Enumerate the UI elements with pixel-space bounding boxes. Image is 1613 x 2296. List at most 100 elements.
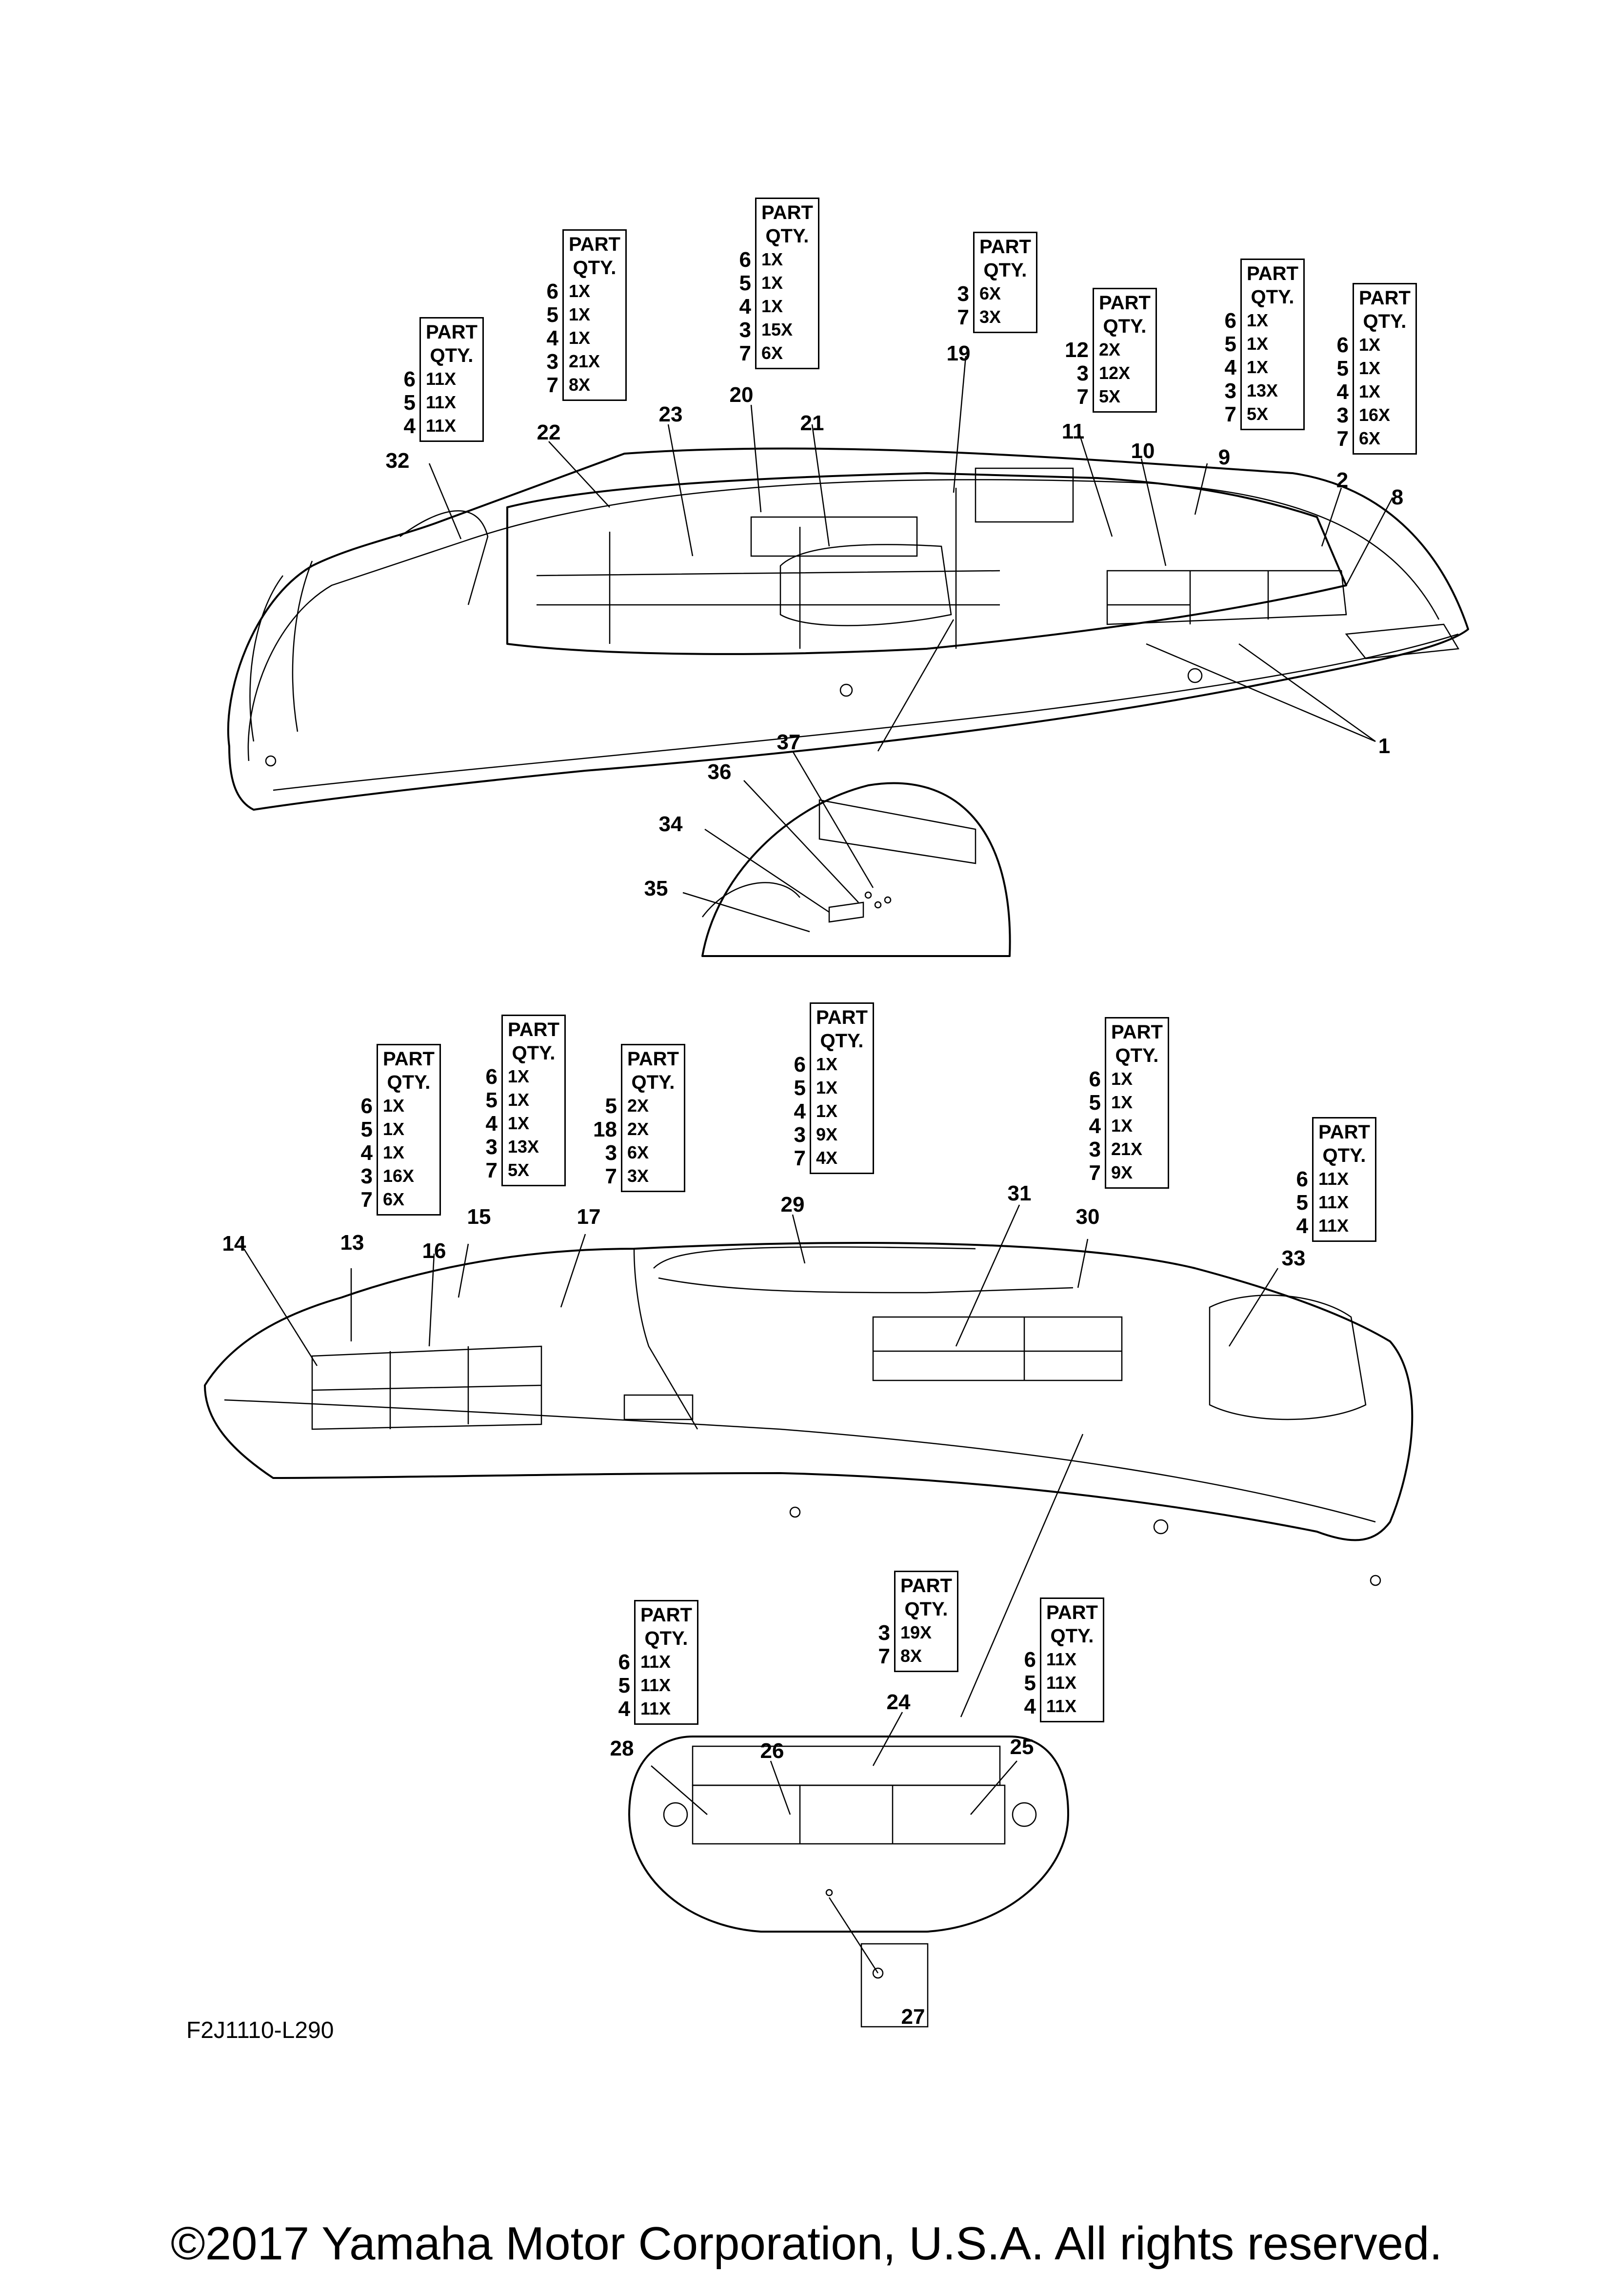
qty-table-part-ref: 5 bbox=[794, 1076, 806, 1100]
qty-table-quantity: 15X bbox=[761, 319, 793, 339]
qty-table-part-ref: 6 bbox=[546, 280, 558, 303]
qty-table-quantity: 11X bbox=[426, 369, 457, 389]
qty-table-part-ref: 5 bbox=[1089, 1091, 1101, 1115]
qty-table-header-part: PART bbox=[569, 234, 620, 255]
callout-16: 16 bbox=[422, 1239, 446, 1263]
callout-9: 9 bbox=[1218, 445, 1231, 469]
qty-table-header-part: PART bbox=[761, 202, 813, 223]
qty-table-quantity: 1X bbox=[508, 1090, 530, 1110]
qty-table-quantity: 1X bbox=[761, 249, 783, 269]
callout-1: 1 bbox=[1378, 734, 1391, 758]
qty-table-quantity: 1X bbox=[1359, 381, 1381, 401]
lower-detail-oval bbox=[628, 1736, 1069, 2028]
qty-table-part-ref: 4 bbox=[739, 295, 751, 319]
qty-table-part-ref: 3 bbox=[605, 1141, 617, 1165]
qty-table-header-qty: QTY. bbox=[430, 345, 474, 366]
callout-34: 34 bbox=[658, 812, 683, 836]
qty-table-part-ref: 5 bbox=[1296, 1191, 1308, 1215]
qty-table-header-qty: QTY. bbox=[631, 1072, 675, 1093]
lower-hull-illustration bbox=[204, 1242, 1414, 1717]
qty-table-quantity: 21X bbox=[1111, 1139, 1143, 1159]
callout-15: 15 bbox=[467, 1205, 491, 1229]
qty-table-part-ref: 6 bbox=[360, 1094, 373, 1118]
qty-table-header-qty: QTY. bbox=[1251, 286, 1294, 308]
qty-table-quantity: 13X bbox=[508, 1137, 539, 1157]
qty-table-quantity: 11X bbox=[1318, 1192, 1349, 1212]
qty-table-quantity: 2X bbox=[627, 1119, 649, 1139]
qty-table-header-part: PART bbox=[1247, 263, 1298, 284]
qty-table-quantity: 1X bbox=[1111, 1069, 1133, 1089]
qty-table-quantity: 1X bbox=[508, 1066, 530, 1086]
qty-table-quantity: 6X bbox=[761, 343, 783, 363]
upper-detail-circle bbox=[701, 619, 1011, 957]
callout-31: 31 bbox=[1007, 1181, 1032, 1205]
qty-table-header-qty: QTY. bbox=[765, 225, 809, 247]
callout-20: 20 bbox=[729, 383, 754, 407]
qty-table-part-ref: 4 bbox=[546, 326, 558, 350]
qty-table-part-ref: 5 bbox=[1024, 1671, 1036, 1695]
qty-table-quantity: 5X bbox=[1099, 386, 1121, 406]
qty-table-quantity: 1X bbox=[816, 1078, 838, 1098]
qty-table-quantity: 1X bbox=[383, 1142, 405, 1162]
qty-table-part-ref: 4 bbox=[1024, 1695, 1036, 1718]
qty-table-part-ref: 7 bbox=[605, 1164, 617, 1188]
qty-table-quantity: 1X bbox=[508, 1113, 530, 1133]
qty-table-quantity: 1X bbox=[1359, 358, 1381, 378]
qty-table-part-ref: 6 bbox=[485, 1065, 498, 1089]
qty-table-quantity: 5X bbox=[508, 1160, 530, 1180]
qty-table-quantity: 11X bbox=[1046, 1673, 1077, 1693]
qty-table-header-qty: QTY. bbox=[1115, 1045, 1159, 1066]
qty-table-header-qty: QTY. bbox=[904, 1598, 948, 1620]
qty-table-part-ref: 3 bbox=[1224, 379, 1236, 403]
qty-table-part-ref: 6 bbox=[618, 1650, 630, 1674]
qty-table-header-qty: QTY. bbox=[820, 1030, 864, 1052]
qty-table-quantity: 11X bbox=[1318, 1169, 1349, 1189]
qty-table-header-part: PART bbox=[383, 1048, 435, 1070]
leader-lines bbox=[243, 356, 1394, 1815]
qty-table-quantity: 11X bbox=[640, 1652, 671, 1672]
callout-22: 22 bbox=[537, 420, 561, 444]
qty-table-quantity: 1X bbox=[569, 281, 591, 301]
qty-table-header-qty: QTY. bbox=[644, 1628, 688, 1649]
qty-table-part-ref: 5 bbox=[485, 1088, 498, 1112]
callout-29: 29 bbox=[780, 1193, 805, 1217]
qty-table-quantity: 11X bbox=[1046, 1649, 1077, 1669]
callout-27: 27 bbox=[901, 2005, 925, 2029]
callout-17: 17 bbox=[577, 1205, 601, 1229]
qty-table-quantity: 1X bbox=[1111, 1092, 1133, 1112]
callout-2: 2 bbox=[1336, 468, 1349, 492]
qty-table-part-ref: 7 bbox=[1089, 1161, 1101, 1185]
qty-table-header-part: PART bbox=[979, 236, 1031, 258]
callout-13: 13 bbox=[340, 1231, 364, 1255]
qty-table-part-ref: 5 bbox=[605, 1094, 617, 1118]
qty-table-part-ref: 6 bbox=[739, 248, 751, 272]
callout-8: 8 bbox=[1391, 485, 1404, 509]
callout-32: 32 bbox=[385, 449, 410, 473]
qty-table-quantity: 1X bbox=[816, 1101, 838, 1121]
qty-table-quantity: 9X bbox=[816, 1124, 838, 1144]
qty-table-header-qty: QTY. bbox=[573, 257, 617, 279]
